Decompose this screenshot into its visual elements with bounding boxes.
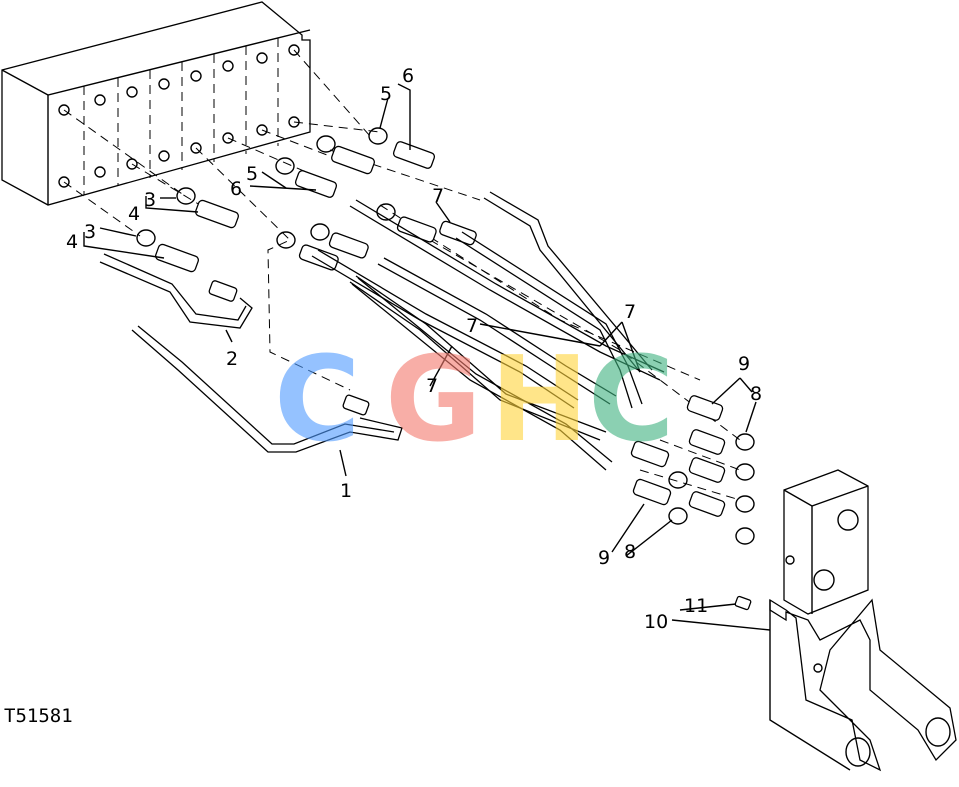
callout-8a: 8	[750, 383, 762, 405]
watermark-letter-g: G	[385, 330, 482, 468]
callout-4b: 4	[66, 231, 78, 253]
callout-7d: 7	[426, 375, 438, 397]
callout-6b: 6	[230, 178, 242, 200]
callout-5a: 5	[380, 83, 392, 105]
callout-8b: 8	[624, 541, 636, 563]
callout-11: 11	[684, 595, 708, 617]
callout-3a: 3	[144, 189, 156, 211]
callout-2: 2	[226, 348, 238, 370]
callout-6a: 6	[402, 65, 414, 87]
figure-reference: T51581	[4, 705, 73, 727]
control-valve-block	[1, 1, 311, 206]
callout-5b: 5	[246, 163, 258, 185]
callout-7a: 7	[432, 185, 444, 207]
mounting-bracket	[734, 469, 957, 772]
watermark-letter-c1: C	[274, 330, 361, 468]
callout-9b: 9	[598, 547, 610, 569]
callout-3b: 3	[84, 221, 96, 243]
callouts: 1 2 3 3 4 4 5 5 6 6 7 7 7 7 8 8 9 9 10 1…	[66, 65, 762, 633]
fittings	[136, 127, 755, 545]
callout-9a: 9	[738, 353, 750, 375]
watermark: C G H C	[274, 330, 675, 468]
callout-10: 10	[644, 611, 668, 633]
callout-7c: 7	[624, 301, 636, 323]
callout-4a: 4	[128, 203, 140, 225]
leader-lines	[83, 83, 771, 631]
callout-1: 1	[340, 480, 352, 502]
watermark-letter-c2: C	[588, 330, 675, 468]
watermark-letter-h: H	[490, 330, 589, 468]
callout-7b: 7	[466, 315, 478, 337]
